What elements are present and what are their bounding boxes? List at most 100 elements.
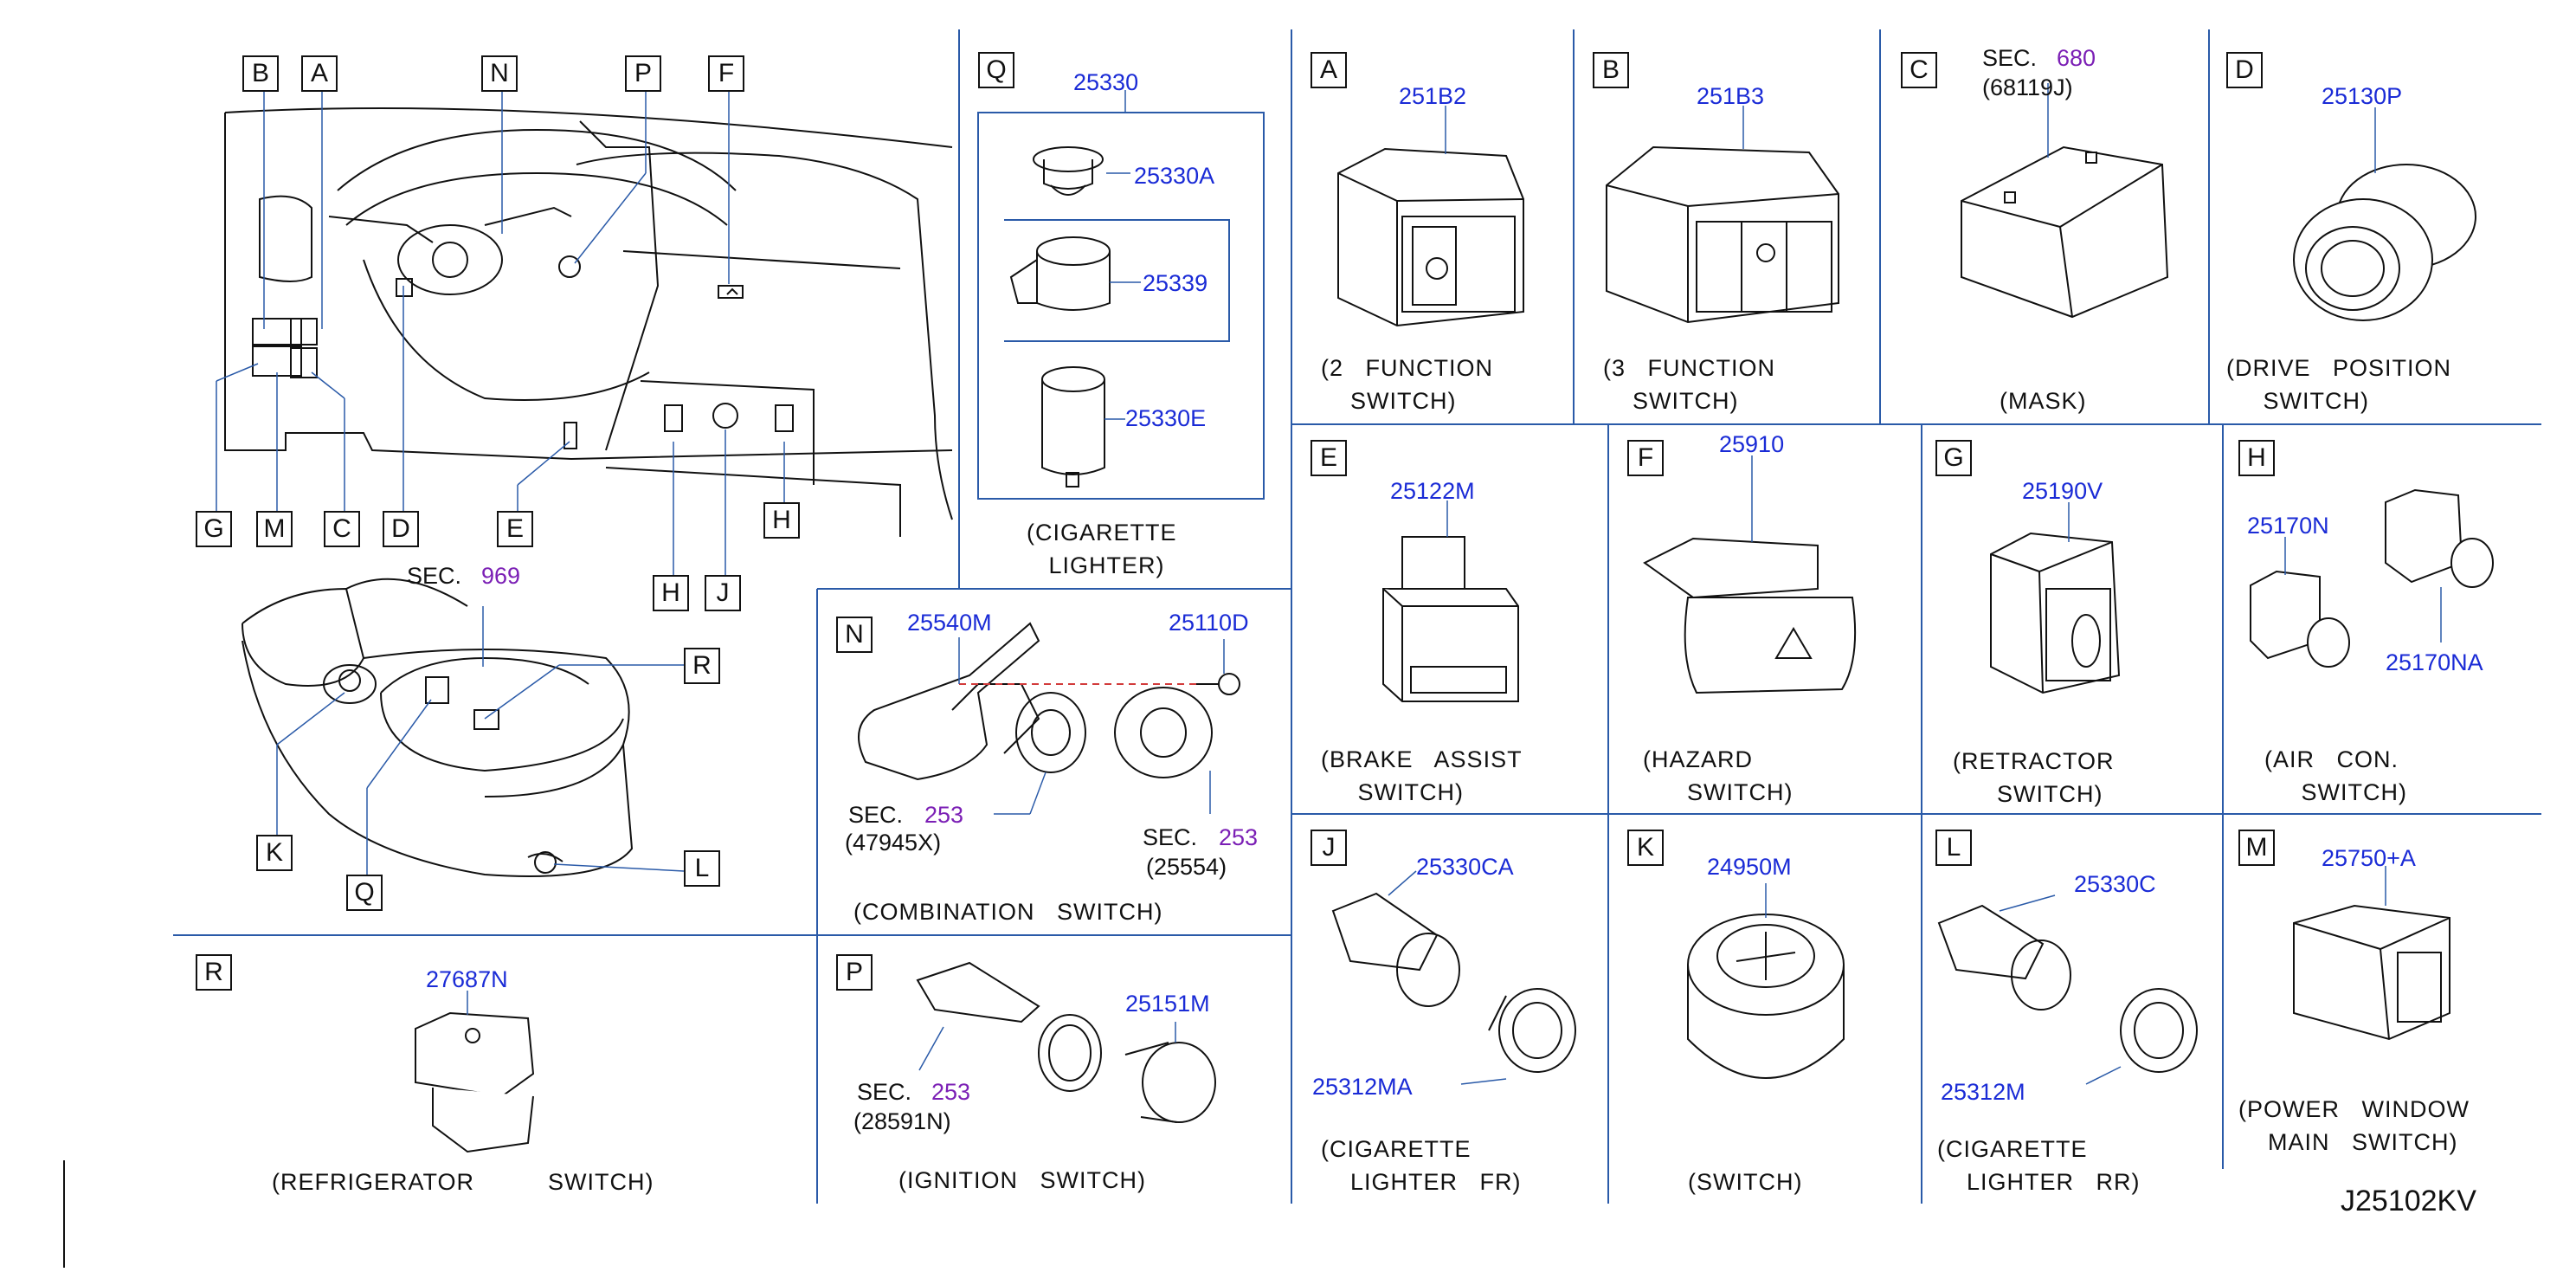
panel-m-letter: M: [2238, 830, 2275, 866]
b-switch-drawing: [1606, 145, 1839, 324]
p-leaders: [918, 1022, 1176, 1071]
panel-a-caption: (2 FUNCTION SWITCH): [1321, 355, 1493, 414]
panel-r-letter: R: [196, 954, 232, 991]
callout-j: J: [705, 575, 741, 611]
panel-n-sec1-sub: (47945X): [845, 830, 942, 856]
c-mask-drawing: [1961, 145, 2169, 319]
part-25330a: 25330A: [1134, 163, 1215, 189]
n-leaders: [958, 637, 1225, 815]
callout-m: M: [256, 511, 293, 547]
part-25110d: 25110D: [1169, 610, 1249, 636]
m-switch-drawing: [2293, 904, 2450, 1041]
callout-h-right: H: [763, 502, 800, 539]
callout-n: N: [481, 55, 518, 92]
panel-j-letter: J: [1311, 830, 1347, 866]
l-leaders: [1999, 894, 2122, 1085]
panel-n-sec2-num: 253: [1219, 824, 1259, 850]
part-25910: 25910: [1719, 431, 1785, 457]
callout-f: F: [708, 55, 744, 92]
part-25330c: 25330C: [2074, 871, 2156, 897]
panel-n-sec2-sub: (25554): [1146, 854, 1227, 880]
callout-b: B: [242, 55, 279, 92]
panel-k-caption: (SWITCH): [1688, 1169, 1803, 1195]
panel-k-letter: K: [1627, 830, 1664, 866]
part-25312m: 25312M: [1941, 1079, 2025, 1105]
panel-l-caption: (CIGARETTE LIGHTER RR): [1937, 1136, 2141, 1195]
panel-r-caption: (REFRIGERATOR SWITCH): [272, 1169, 654, 1195]
panel-n-sec1-label: SEC.: [848, 802, 904, 828]
drawing-code: J25102KV: [2341, 1185, 2476, 1217]
part-25330ca: 25330CA: [1416, 854, 1514, 880]
a-switch-drawing: [1337, 147, 1524, 327]
panel-g-letter: G: [1935, 440, 1972, 476]
panel-grid: [63, 29, 2541, 1268]
panel-n-letter: N: [836, 617, 873, 653]
part-25339: 25339: [1143, 270, 1208, 296]
part-25312ma: 25312MA: [1312, 1074, 1413, 1100]
panel-c-caption: (MASK): [2000, 388, 2087, 414]
overview-sec-label: SEC.: [407, 563, 462, 589]
q-leaders: [1104, 90, 1141, 420]
callout-d: D: [383, 511, 419, 547]
callout-k: K: [256, 835, 293, 871]
panel-d-letter: D: [2226, 52, 2263, 88]
part-25130p: 25130P: [2322, 83, 2403, 109]
panel-n-sec1-num: 253: [924, 802, 964, 828]
j-lighter-drawing: [1331, 892, 1576, 1073]
callout-l: L: [684, 850, 720, 887]
k-switch-drawing: [1687, 914, 1845, 1079]
panel-p-caption: (IGNITION SWITCH): [898, 1167, 1146, 1193]
part-25170n: 25170N: [2247, 513, 2329, 539]
console-leaders: [276, 606, 685, 875]
part-25151m: 25151M: [1125, 991, 1210, 1017]
panel-f-letter: F: [1627, 440, 1664, 476]
part-25170na: 25170NA: [2386, 649, 2483, 675]
j-leaders: [1388, 870, 1507, 1085]
dashboard-drawing: [224, 107, 953, 537]
panel-q-letter: Q: [978, 52, 1014, 88]
part-25750a: 25750+A: [2322, 845, 2416, 871]
part-251b3: 251B3: [1697, 83, 1765, 109]
r-switch-drawing: [415, 1011, 535, 1153]
callout-e: E: [497, 511, 533, 547]
panel-h-caption: (AIR CON. SWITCH): [2264, 746, 2407, 805]
part-25190v: 25190V: [2022, 478, 2103, 504]
panel-j-caption: (CIGARETTE LIGHTER FR): [1321, 1136, 1522, 1195]
part-25330: 25330: [1073, 69, 1139, 95]
panel-n-sec2-label: SEC.: [1143, 824, 1198, 850]
p-switch-drawing: [916, 961, 1216, 1123]
panel-e-letter: E: [1311, 440, 1347, 476]
callout-r: R: [684, 648, 720, 684]
panel-c-sec-label: SEC.: [1982, 45, 2038, 71]
panel-f-caption: (HAZARD SWITCH): [1643, 746, 1794, 805]
l-lighter-drawing: [1937, 904, 2198, 1073]
panel-p-sub: (28591N): [853, 1108, 951, 1134]
part-251b2: 251B2: [1399, 83, 1467, 109]
panel-d-caption: (DRIVE POSITION SWITCH): [2226, 355, 2452, 414]
part-25122m: 25122M: [1390, 478, 1475, 504]
callout-q: Q: [346, 875, 383, 911]
panel-b-letter: B: [1593, 52, 1629, 88]
panel-p-sec-num: 253: [931, 1079, 971, 1105]
part-27687n: 27687N: [426, 966, 508, 992]
panel-l-letter: L: [1935, 830, 1972, 866]
n-switch-drawing: [858, 622, 1240, 781]
panel-e-caption: (BRAKE ASSIST SWITCH): [1321, 746, 1523, 805]
g-switch-drawing: [1990, 532, 2121, 694]
part-25540m: 25540M: [907, 610, 992, 636]
callout-c: C: [324, 511, 360, 547]
callout-a: A: [301, 55, 338, 92]
panel-n-caption: (COMBINATION SWITCH): [853, 899, 1163, 925]
panel-q-caption: (CIGARETTE LIGHTER): [1027, 520, 1177, 578]
h-switch-drawing: [2250, 488, 2494, 668]
callout-g: G: [196, 511, 232, 547]
panel-p-letter: P: [836, 954, 873, 991]
part-25330e: 25330E: [1125, 405, 1207, 431]
e-switch-drawing: [1382, 536, 1519, 702]
panel-b-caption: (3 FUNCTION SWITCH): [1603, 355, 1775, 414]
overview-leaders: [216, 92, 785, 575]
part-24950m: 24950M: [1707, 854, 1792, 880]
h-leaders: [2284, 537, 2442, 642]
